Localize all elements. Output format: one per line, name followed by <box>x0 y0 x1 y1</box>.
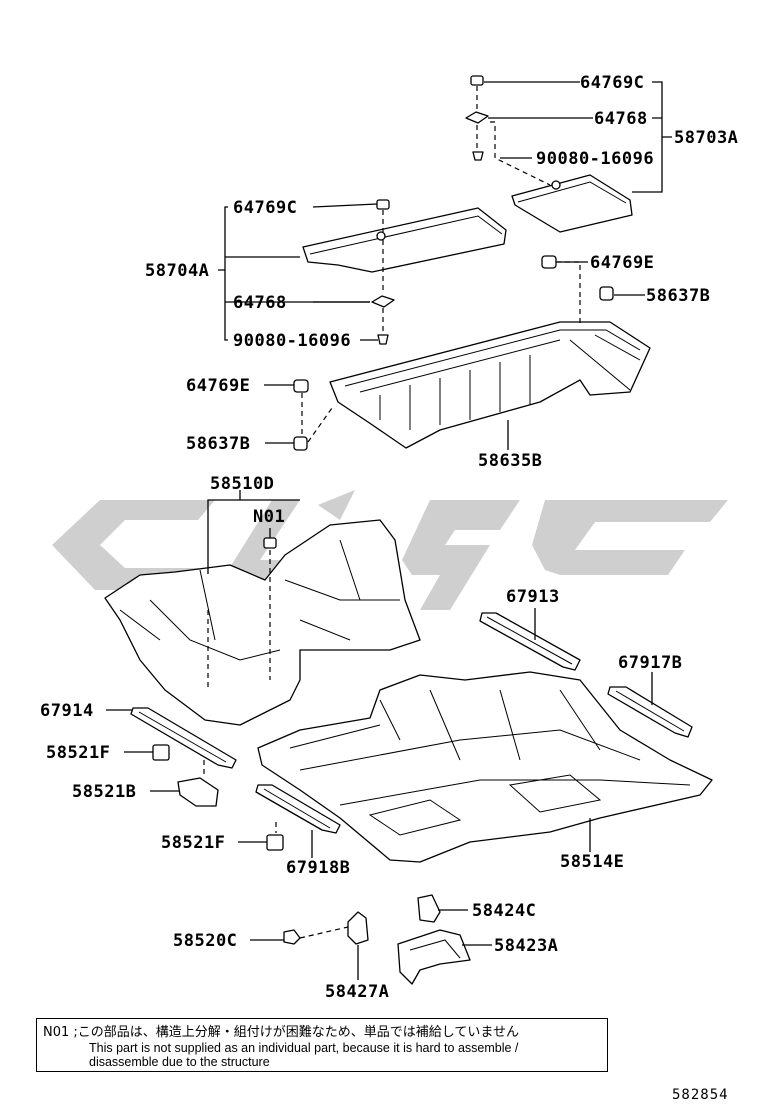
label-64769e-right: 64769E <box>590 253 654 273</box>
luggage-tray-58635b <box>329 321 651 449</box>
label-58635b: 58635B <box>478 451 542 471</box>
deck-board-58704a <box>302 207 507 273</box>
clip-64769c-top <box>470 75 484 86</box>
watermark-logo <box>52 490 728 610</box>
label-64769c-mid: 64769C <box>233 198 297 218</box>
diagram-reference-number: 582854 <box>672 1087 729 1103</box>
screw-90080-mid <box>377 334 389 345</box>
label-n01: N01 <box>253 507 285 527</box>
clip-58521f-b <box>266 834 284 851</box>
label-90080-mid: 90080-16096 <box>233 331 351 351</box>
bracket-64768-top <box>465 111 489 124</box>
scuff-plate-67913 <box>479 612 581 671</box>
scuff-plate-67914 <box>130 707 237 769</box>
clip-n01 <box>263 537 277 549</box>
footnote-box: N01 ;この部品は、構造上分解・組付けが困難なため、単品では補給していません … <box>36 1018 608 1072</box>
retainer-58637b-right <box>599 286 614 301</box>
clip-64769e-left <box>293 379 309 393</box>
label-58514e: 58514E <box>560 852 624 872</box>
label-67917b: 67917B <box>618 653 682 673</box>
clip-58521f-a <box>152 744 170 761</box>
leader-lines <box>106 81 672 980</box>
retainer-58637b-left <box>293 436 308 451</box>
pad-58424c <box>417 894 441 923</box>
label-64769c-top: 64769C <box>580 73 644 93</box>
carpet-58514e <box>257 671 713 863</box>
screw-90080-top <box>472 151 484 161</box>
label-64768-top: 64768 <box>594 109 648 129</box>
scuff-plate-67917b <box>607 686 693 738</box>
scuff-plate-67918b <box>255 784 341 834</box>
bracket-64768-mid <box>371 295 395 308</box>
label-58637b-left: 58637B <box>186 434 250 454</box>
footnote-english-line1: This part is not supplied as an individu… <box>89 1041 519 1055</box>
label-58704a: 58704A <box>145 261 209 281</box>
footnote-japanese: N01 ;この部品は、構造上分解・組付けが困難なため、単品では補給していません <box>43 1025 519 1040</box>
label-58521f-b: 58521F <box>161 833 225 853</box>
deck-board-58703a <box>511 174 633 233</box>
label-90080-top: 90080-16096 <box>536 149 654 169</box>
label-58510d: 58510D <box>210 474 274 494</box>
part-labels: 64769C 64768 90080-16096 58703A 64769C 5… <box>40 73 738 1002</box>
carpet-58510d <box>104 519 421 726</box>
label-58427a: 58427A <box>325 982 389 1002</box>
label-58637b-right: 58637B <box>646 286 710 306</box>
bracket-58427a <box>347 911 369 945</box>
label-58521f-a: 58521F <box>46 743 110 763</box>
label-67914: 67914 <box>40 701 94 721</box>
clip-64769e-right <box>541 255 557 269</box>
clip-64769c-mid <box>376 199 390 210</box>
footnote-english-line2: disassemble due to the structure <box>89 1055 270 1069</box>
label-64769e-left: 64769E <box>186 376 250 396</box>
label-58520c: 58520C <box>173 931 237 951</box>
label-67913: 67913 <box>506 587 560 607</box>
label-58703a: 58703A <box>674 128 738 148</box>
label-58423a: 58423A <box>494 936 558 956</box>
bracket-58423a <box>397 929 471 985</box>
label-67918b: 67918B <box>286 858 350 878</box>
label-64768-mid: 64768 <box>233 293 287 313</box>
label-58424c: 58424C <box>472 901 536 921</box>
clip-58521b <box>177 777 219 807</box>
screw-58520c <box>283 929 301 945</box>
label-58521b: 58521B <box>72 782 136 802</box>
